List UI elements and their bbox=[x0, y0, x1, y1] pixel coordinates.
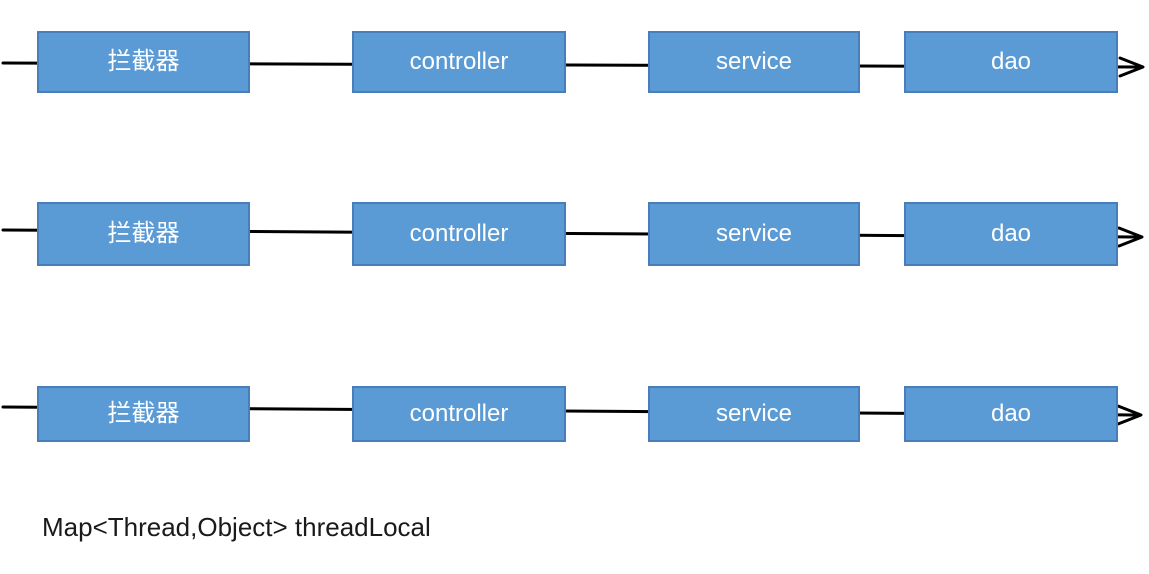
box-service-row-2: service bbox=[648, 202, 860, 266]
box-dao-row-1: dao bbox=[904, 31, 1118, 93]
box-controller-row-1: controller bbox=[352, 31, 566, 93]
box-dao-row-2: dao bbox=[904, 202, 1118, 266]
box-interceptor-row-1: 拦截器 bbox=[37, 31, 250, 93]
box-service-row-1: service bbox=[648, 31, 860, 93]
box-interceptor-row-2: 拦截器 bbox=[37, 202, 250, 266]
box-interceptor-row-3: 拦截器 bbox=[37, 386, 250, 442]
box-dao-row-3: dao bbox=[904, 386, 1118, 442]
box-controller-row-3: controller bbox=[352, 386, 566, 442]
box-service-row-3: service bbox=[648, 386, 860, 442]
threadlocal-map-label: Map<Thread,Object> threadLocal bbox=[42, 512, 431, 542]
box-controller-row-2: controller bbox=[352, 202, 566, 266]
